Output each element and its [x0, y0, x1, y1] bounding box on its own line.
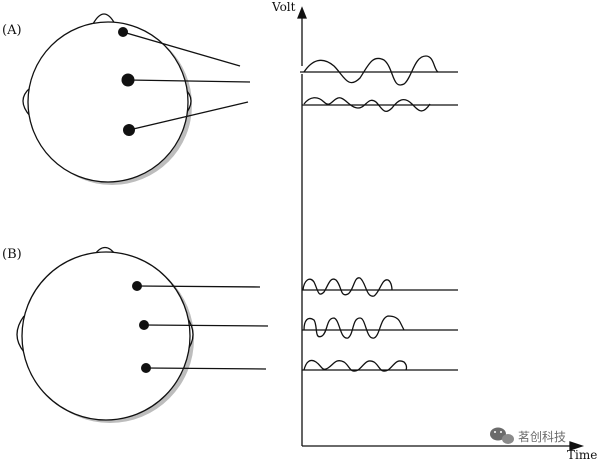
signals-a — [300, 56, 458, 111]
head-b-outline — [22, 252, 190, 420]
panel-label-b: (B) — [2, 247, 22, 262]
head-b — [17, 248, 194, 424]
head-a-outline — [28, 22, 188, 182]
wave-a1 — [304, 56, 438, 85]
y-axis-label: Volt — [271, 0, 296, 14]
head-a — [23, 14, 192, 185]
y-axis-arrow — [298, 8, 306, 18]
x-axis-label: Time — [567, 448, 597, 462]
signals-b — [302, 278, 458, 371]
watermark: 茗创科技 — [490, 428, 566, 445]
wave-b1 — [303, 278, 392, 296]
panel-label-a: (A) — [2, 23, 22, 38]
wave-b2 — [304, 316, 404, 338]
wechat-icon — [490, 428, 514, 445]
watermark-text: 茗创科技 — [518, 430, 566, 444]
